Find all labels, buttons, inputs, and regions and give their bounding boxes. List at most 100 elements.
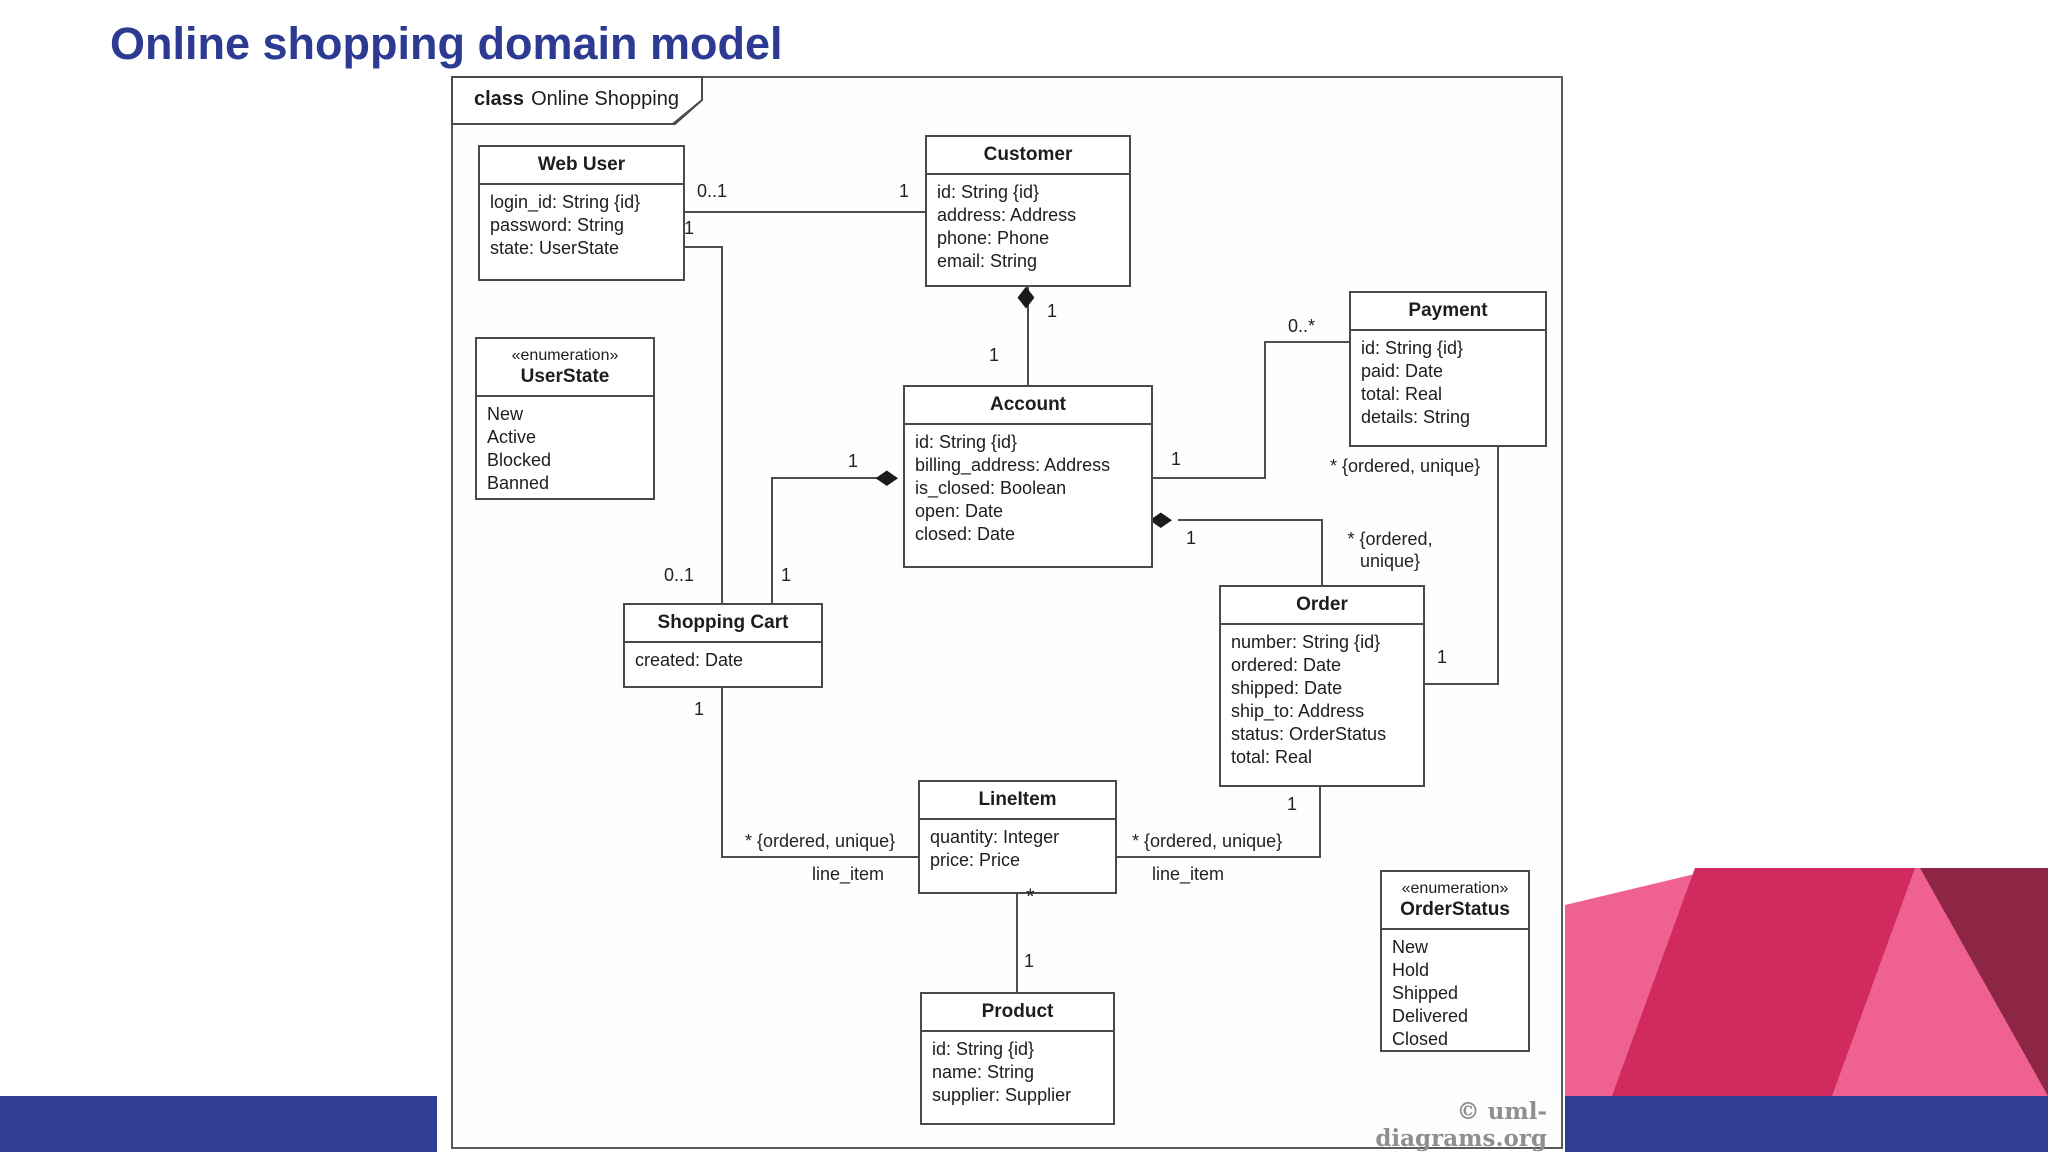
multiplicity-label-account-cart-near-cart: 1 xyxy=(781,565,792,585)
attribute: ship_to: Address xyxy=(1231,701,1365,721)
page-title: Online shopping domain model xyxy=(110,18,783,69)
attribute: created: Date xyxy=(635,650,744,670)
association-account-payment-h1 xyxy=(1153,477,1266,479)
bottom-left-blue-bar xyxy=(0,1096,437,1152)
attribute: details: String xyxy=(1361,407,1471,427)
attribute: is_closed: Boolean xyxy=(915,478,1067,498)
class-header-payment: Payment xyxy=(1351,293,1545,331)
attribute: Blocked xyxy=(487,450,552,470)
attribute: billing_address: Address xyxy=(915,455,1111,475)
attribute: number: String {id} xyxy=(1231,632,1381,652)
decorative-corner xyxy=(1565,868,2048,1096)
association-customer-account xyxy=(1027,287,1029,385)
class-attributes: quantity: Integer price: Price xyxy=(920,820,1115,892)
association-webuser-customer xyxy=(685,211,925,213)
multiplicity-label-webuser-cart-near-webuser: 1 xyxy=(684,218,695,238)
class-header-user-state: «enumeration» UserState xyxy=(477,339,653,397)
multiplicity-label-account-payment-near-account: 1 xyxy=(1171,449,1182,469)
class-box-line-item: LineItem quantity: Integer price: Price xyxy=(918,780,1117,894)
class-name: Payment xyxy=(1408,300,1488,321)
class-header-account: Account xyxy=(905,387,1151,425)
multiplicity-label-cart-lineitem-constraint: * {ordered, unique} xyxy=(745,831,896,851)
copyright-text: © uml-diagrams.org xyxy=(1375,1098,1547,1152)
attribute: phone: Phone xyxy=(937,228,1050,248)
attribute: supplier: Supplier xyxy=(932,1085,1072,1105)
association-webuser-cart-h xyxy=(685,246,723,248)
association-payment-order-v xyxy=(1497,447,1499,685)
uml-frame-tab-fill xyxy=(453,78,701,123)
class-box-product: Product id: String {id} name: String suppli… xyxy=(920,992,1115,1125)
class-name: Account xyxy=(990,394,1066,415)
class-name: Customer xyxy=(983,144,1073,165)
attribute: total: Real xyxy=(1231,747,1313,767)
attribute: New xyxy=(1392,937,1429,957)
class-box-order: Order number: String {id} ordered: Date shi… xyxy=(1219,585,1425,787)
multiplicity-label-webuser-customer-near-customer: 1 xyxy=(899,181,910,201)
class-header-shopping-cart: Shopping Cart xyxy=(625,605,821,643)
association-lineitem-product xyxy=(1016,894,1018,992)
class-name: Web User xyxy=(537,154,626,175)
attribute: id: String {id} xyxy=(932,1039,1035,1059)
attribute: id: String {id} xyxy=(1361,338,1464,358)
attribute: name: String xyxy=(932,1062,1035,1082)
stereotype-label: «enumeration» xyxy=(511,347,619,364)
multiplicity-label-order-payment-near-payment: * {ordered, unique} xyxy=(1330,456,1481,476)
multiplicity-label-webuser-customer-near-webuser: 0..1 xyxy=(697,181,728,201)
association-cart-lineitem-h xyxy=(721,856,918,858)
class-name: UserState xyxy=(520,366,610,387)
association-account-payment-h2 xyxy=(1264,341,1349,343)
attribute: email: String xyxy=(937,251,1038,271)
attribute: paid: Date xyxy=(1361,361,1444,381)
class-box-shopping-cart: Shopping Cart created: Date xyxy=(623,603,823,688)
association-payment-order-h xyxy=(1425,683,1499,685)
attribute: open: Date xyxy=(915,501,1004,521)
multiplicity-label-lineitem-product-near-product: 1 xyxy=(1024,951,1035,971)
class-header-web-user: Web User xyxy=(480,147,683,185)
association-webuser-cart-v xyxy=(721,246,723,603)
class-header-order-status: «enumeration»OrderStatus xyxy=(1382,872,1528,930)
class-box-web-user: Web User login_id: String {id} password: S… xyxy=(478,145,685,281)
class-box-account: Account id: String {id}billing_address: A… xyxy=(903,385,1153,568)
composition-diamond-account-cart: ◆ xyxy=(875,464,899,489)
multiplicity-label-lineitem-product-near-lineitem: * xyxy=(1026,884,1035,909)
multiplicity-label-cart-lineitem-near-cart: 1 xyxy=(694,699,705,719)
attribute: ordered: Date xyxy=(1231,655,1342,675)
multiplicity-label-webuser-cart-near-cart: 0..1 xyxy=(664,565,695,585)
attribute: login_id: String {id} xyxy=(490,192,641,212)
class-name: Order xyxy=(1296,594,1348,615)
association-cart-lineitem-v xyxy=(721,688,723,858)
multiplicity-label-order-lineitem-constraint: * {ordered, unique} xyxy=(1132,831,1283,851)
association-account-cart-v xyxy=(771,477,773,603)
multiplicity-label-order-lineitem-role: line_item xyxy=(1152,864,1225,884)
association-account-cart-h xyxy=(771,477,881,479)
attribute: id: String {id} xyxy=(937,182,1040,202)
attribute: New xyxy=(487,404,524,424)
association-order-lineitem-v xyxy=(1319,787,1321,858)
attribute: price: Price xyxy=(930,850,1021,870)
attribute: Banned xyxy=(487,473,550,493)
attribute: Delivered xyxy=(1392,1006,1469,1026)
multiplicity-label-order-payment-near-order: 1 xyxy=(1437,647,1448,667)
composition-diamond-customer: ◆ xyxy=(1017,279,1035,313)
attribute: password: String xyxy=(490,215,625,235)
class-name: LineItem xyxy=(978,789,1057,810)
multiplicity-label-customer-account-near-account: 1 xyxy=(989,345,1000,365)
attribute: quantity: Integer xyxy=(930,827,1060,847)
class-header-order: Order xyxy=(1221,587,1423,625)
class-name: Product xyxy=(981,1001,1054,1022)
attribute: Hold xyxy=(1392,960,1430,980)
class-attributes: id: String {id} name: String supplier: Sup… xyxy=(922,1032,1113,1123)
multiplicity-label-customer-account-near-customer: 1 xyxy=(1047,301,1058,321)
composition-diamond-account-order: ◆ xyxy=(1149,506,1173,531)
multiplicity-label-account-order-near-account: 1 xyxy=(1186,528,1197,548)
class-header-line-item: LineItem xyxy=(920,782,1115,820)
